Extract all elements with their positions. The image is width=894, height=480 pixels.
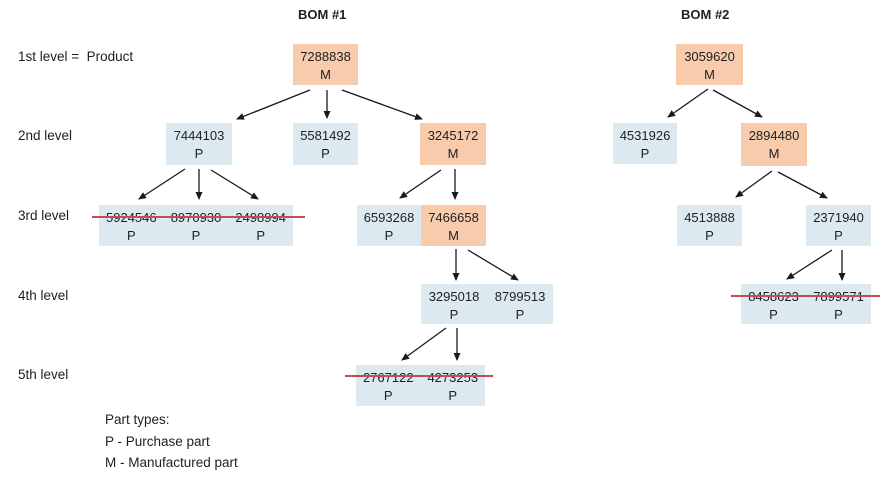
bom1-level3-scrapped-group: 5924546 P 8970930 P 2498994 P — [99, 205, 293, 246]
scrapped-part: 5924546 P — [99, 205, 164, 246]
arrow — [467, 249, 519, 281]
part: 8799513 P — [487, 284, 553, 324]
arrow — [712, 89, 763, 118]
bom1-node-7444103: 7444103 P — [166, 123, 232, 165]
arrow — [786, 249, 833, 280]
part-number: 3245172 — [427, 128, 479, 143]
part-type: P — [449, 307, 459, 322]
part-number: 7288838 — [300, 49, 351, 64]
part-type: P — [127, 228, 136, 243]
legend-heading: Part types: — [105, 412, 170, 427]
part-number: 4513888 — [684, 210, 735, 225]
strikethrough-line — [731, 295, 880, 297]
strikethrough-line — [92, 216, 305, 218]
bom2-node-2371940: 2371940 P — [806, 205, 871, 246]
part-type: P — [191, 228, 201, 243]
bom2-node-4531926: 4531926 P — [613, 123, 677, 164]
legend-manufactured-part: M - Manufactured part — [105, 455, 238, 470]
part-number: 4531926 — [619, 128, 671, 143]
arrow — [667, 88, 709, 118]
bom1-node-5581492: 5581492 P — [293, 123, 358, 165]
bom1-root-node: 7288838 M — [293, 44, 358, 85]
part-type: P — [640, 146, 650, 161]
part-number: 2894480 — [748, 128, 800, 143]
bom1-title: BOM #1 — [298, 7, 347, 22]
part-type: P — [383, 388, 393, 403]
part-number: 7444103 — [173, 128, 225, 143]
scrapped-part: 2498994 P — [228, 205, 293, 246]
bom1-node-6593268: 6593268 P — [357, 205, 421, 246]
level4-label: 4th level — [18, 288, 69, 303]
arrow — [735, 170, 773, 198]
bom1-node-3245172: 3245172 M — [420, 123, 486, 165]
bom1-node-7466658: 7466658 M — [421, 205, 486, 246]
part-type: P — [256, 228, 266, 243]
part-type: P — [769, 307, 778, 322]
part-number: 5581492 — [300, 128, 351, 143]
part: 3295018 P — [421, 284, 487, 324]
level2-label: 2nd level — [18, 128, 73, 143]
part-number: 3295018 — [428, 289, 480, 304]
part-number: 2767122 — [362, 370, 414, 385]
part-type: M — [448, 228, 459, 243]
arrow — [236, 89, 311, 120]
part-type: P — [834, 228, 843, 243]
part-type: P — [834, 307, 843, 322]
bom2-node-2894480: 2894480 M — [741, 123, 807, 166]
part-number: 8799513 — [494, 289, 546, 304]
bom2-root-node: 3059620 M — [676, 44, 743, 85]
part-type: P — [321, 146, 330, 161]
part-number: 3059620 — [684, 49, 735, 64]
part-type: P — [705, 228, 714, 243]
part-type: M — [768, 146, 780, 161]
arrow — [341, 89, 423, 120]
part-type: M — [447, 146, 459, 161]
level5-label: 5th level — [18, 367, 69, 382]
part-number: 7466658 — [428, 210, 479, 225]
scrapped-part: 8458623 P — [741, 284, 806, 324]
bom2-title: BOM #2 — [681, 7, 730, 22]
level3-label: 3rd level — [18, 208, 70, 223]
arrow — [777, 171, 828, 199]
bom2-node-4513888: 4513888 P — [677, 205, 742, 246]
bom1-level4-group: 3295018 P 8799513 P — [421, 284, 553, 324]
arrow — [401, 327, 447, 361]
arrow — [210, 169, 259, 200]
part-type: M — [704, 67, 715, 82]
arrow — [399, 169, 442, 199]
part-number: 6593268 — [363, 210, 415, 225]
part-type: P — [384, 228, 394, 243]
legend-purchase-part: P - Purchase part — [105, 433, 210, 449]
level1-label: 1st level = Product — [18, 49, 134, 64]
scrapped-part: 8970930 P — [164, 205, 229, 246]
part-type: P — [194, 146, 204, 161]
arrow — [138, 168, 186, 200]
part-number: 4273253 — [427, 370, 479, 385]
bom2-level4-scrapped-group: 8458623 P 7899571 P — [741, 284, 871, 324]
part-types-legend: Part types: P - Purchase part M - Manufa… — [105, 409, 238, 474]
part-number: 2371940 — [813, 210, 864, 225]
part-type: P — [515, 307, 525, 322]
strikethrough-line — [345, 375, 493, 377]
scrapped-part: 2767122 P — [356, 365, 421, 406]
part-type: M — [320, 67, 331, 82]
part-type: P — [448, 388, 458, 403]
scrapped-part: 4273253 P — [421, 365, 486, 406]
bom1-level5-scrapped-group: 2767122 P 4273253 P — [356, 365, 485, 406]
scrapped-part: 7899571 P — [806, 284, 871, 324]
